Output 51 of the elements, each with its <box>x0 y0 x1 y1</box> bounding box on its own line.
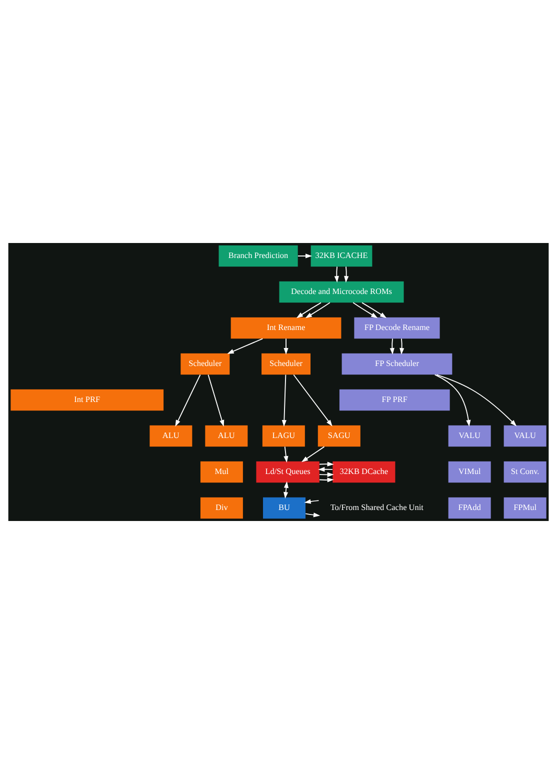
arrow <box>400 338 404 354</box>
arrow <box>436 374 517 426</box>
node-box: Div <box>200 496 243 518</box>
arrow <box>434 374 471 426</box>
arrow <box>297 253 312 258</box>
node-box: Ld/St Queues <box>256 460 320 482</box>
arrow <box>344 266 349 282</box>
arrow <box>334 266 339 282</box>
node-box: Int Rename <box>230 316 342 338</box>
node-box: FPAdd <box>448 496 491 518</box>
arrow <box>175 374 201 426</box>
arrow <box>319 477 334 482</box>
node-box: FP Scheduler <box>342 352 452 374</box>
arrow <box>305 512 320 517</box>
arrow <box>390 338 394 354</box>
node-box: St Conv. <box>504 460 546 482</box>
arrow <box>227 338 264 354</box>
arrow <box>352 302 378 318</box>
arrow <box>305 302 330 318</box>
node-box: VIMul <box>448 460 491 482</box>
arrow <box>304 498 320 504</box>
arrow <box>284 446 288 462</box>
node-box: ALU <box>205 424 248 446</box>
node-box: Scheduler <box>262 352 311 374</box>
arrow <box>318 466 333 472</box>
arrow <box>293 374 332 426</box>
node-box: VALU <box>448 424 491 446</box>
node-box: ALU <box>150 424 192 446</box>
node-box: 32KB DCache <box>332 460 396 482</box>
node-box: Scheduler <box>180 352 230 374</box>
node-box: Branch Prediction <box>218 244 298 266</box>
node-box: Int PRF <box>10 388 164 410</box>
node-box: 32KB ICACHE <box>310 244 372 266</box>
node-box: VALU <box>504 424 546 446</box>
arrow <box>362 302 387 318</box>
arrow <box>282 374 286 426</box>
arrow <box>296 302 322 318</box>
node-box: BU <box>263 496 306 518</box>
node-box: Mul <box>200 460 243 482</box>
arrow <box>301 446 325 462</box>
node-box: SAGU <box>318 424 360 446</box>
arrow <box>319 472 334 476</box>
arrow <box>208 374 224 426</box>
node-box: FPMul <box>504 496 546 518</box>
node-box: FP Decode Rename <box>354 316 440 338</box>
node-box: LAGU <box>262 424 305 446</box>
node-text: To/From Shared Cache Unit <box>330 502 424 512</box>
node-box: FP PRF <box>339 388 450 410</box>
arrow <box>284 338 288 354</box>
arrow <box>319 461 334 466</box>
node-box: Decode and Microcode ROMs <box>279 280 404 302</box>
